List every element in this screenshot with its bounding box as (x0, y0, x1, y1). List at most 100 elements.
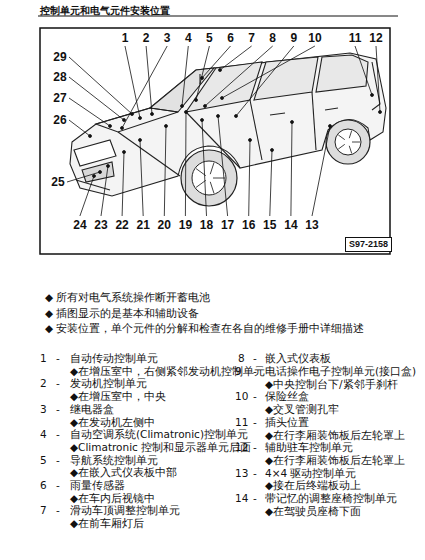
item-location: ◆Climatronic 控制和显示器单元后面 (70, 441, 251, 454)
leader-line (122, 152, 124, 216)
leader-dot (123, 151, 126, 154)
callout-number: 8 (268, 32, 277, 44)
leader-dot (151, 113, 154, 116)
item-number: 1 (40, 352, 47, 365)
item-number: 12 (235, 441, 248, 454)
item-name: 导航系统控制单元 (70, 453, 158, 466)
wheel-spoke (210, 163, 214, 174)
callout-number: 26 (52, 114, 67, 126)
item-dash: - (253, 492, 257, 505)
callout-number: 28 (52, 71, 67, 83)
item-number: 10 (235, 390, 248, 403)
leader-line (196, 46, 209, 100)
leader-dot (329, 125, 332, 128)
leader-dot (235, 115, 238, 118)
item-number: 11 (235, 416, 248, 429)
item-number: 4 (40, 428, 47, 441)
leader-dot (139, 139, 142, 142)
leader-line (222, 46, 315, 98)
callout-number: 3 (163, 32, 172, 44)
callout-number: 22 (114, 219, 129, 231)
leader-line (202, 120, 207, 216)
leader-line (291, 122, 292, 216)
item-location: ◆在车内后视镜中 (70, 491, 155, 504)
callout-number: 13 (304, 219, 319, 231)
leader-dot (89, 135, 92, 138)
item-dash: - (253, 416, 257, 429)
leader-line (122, 46, 167, 128)
leader-line (164, 126, 166, 216)
item-location: ◆中央控制台下/紧邻手刹杆 (265, 377, 398, 390)
item-number: 6 (40, 479, 47, 492)
item-location: ◆在发动机左侧中 (70, 415, 155, 428)
leader-dot (195, 99, 198, 102)
callout-number: 17 (220, 219, 235, 231)
leader-dot (217, 115, 220, 118)
leader-line (376, 46, 380, 112)
wheel-spoke (210, 182, 214, 193)
leader-line (220, 46, 252, 70)
callout-number: 21 (136, 219, 151, 231)
leader-line (69, 98, 110, 126)
leader-dot (107, 165, 110, 168)
item-dash: - (56, 453, 60, 466)
leader-line (236, 46, 294, 116)
leader-dot (123, 119, 126, 122)
figure-code: S97-2158 (349, 239, 388, 250)
leader-line (80, 176, 94, 216)
item-dash: - (56, 377, 60, 390)
page-title: 控制单元和电气元件安装位置 (40, 4, 170, 18)
item-number: 14 (235, 492, 248, 505)
callout-number: 29 (52, 51, 67, 63)
callout-number: 24 (72, 219, 87, 231)
item-dash: - (56, 352, 60, 365)
leader-line (270, 150, 272, 216)
leader-dot (221, 97, 224, 100)
leader-dot (249, 139, 252, 142)
item-name: 嵌入式仪表板 (265, 352, 331, 365)
wheel-spoke (338, 144, 344, 149)
leader-dot (109, 125, 112, 128)
leader-line (125, 46, 140, 118)
item-dash: - (253, 441, 257, 454)
callout-number: 9 (289, 32, 298, 44)
item-dash: - (56, 504, 60, 517)
leader-line (355, 46, 372, 95)
note-text: ◆ 插图显示的是基本和辅助设备 (45, 307, 199, 320)
leader-dot (219, 69, 222, 72)
item-location: ◆在前车厢灯后 (70, 517, 144, 530)
leader-line (218, 116, 228, 216)
item-name: 电话操作电子控制单元(接口盒) (265, 365, 416, 378)
item-location: ◆在行李厢装饰板后左轮罩上 (265, 428, 405, 441)
callout-number: 23 (93, 219, 108, 231)
leader-dot (121, 127, 124, 130)
leader-dot (185, 111, 188, 114)
callout-number: 18 (199, 219, 214, 231)
wheel-spoke (213, 178, 225, 179)
callout-number: 1 (121, 32, 130, 44)
leader-line (69, 77, 124, 120)
item-number: 3 (40, 403, 47, 416)
wheel-spoke (349, 146, 351, 154)
item-dash: - (56, 479, 60, 492)
callout-number: 14 (283, 219, 298, 231)
item-dash: - (56, 403, 60, 416)
item-number: 9 (235, 365, 242, 378)
callout-number: 4 (184, 32, 193, 44)
wheel-spoke (196, 180, 206, 187)
leader-line (185, 112, 187, 216)
leader-dot (379, 111, 382, 114)
item-name: 自动空调系统(Climatronic)控制单元 (70, 428, 248, 441)
leader-line (69, 57, 132, 114)
leader-dot (291, 121, 294, 124)
leader-line (140, 140, 143, 216)
callout-number: 10 (307, 32, 322, 44)
wheel-spoke (338, 135, 344, 140)
callout-number: 11 (348, 32, 363, 44)
figure-frame (40, 28, 390, 254)
callout-number: 2 (142, 32, 151, 44)
item-name: 自动传动控制单元 (70, 352, 158, 365)
leader-dot (131, 113, 134, 116)
item-number: 5 (40, 453, 47, 466)
item-location: ◆交叉管测孔牢 (265, 403, 339, 416)
